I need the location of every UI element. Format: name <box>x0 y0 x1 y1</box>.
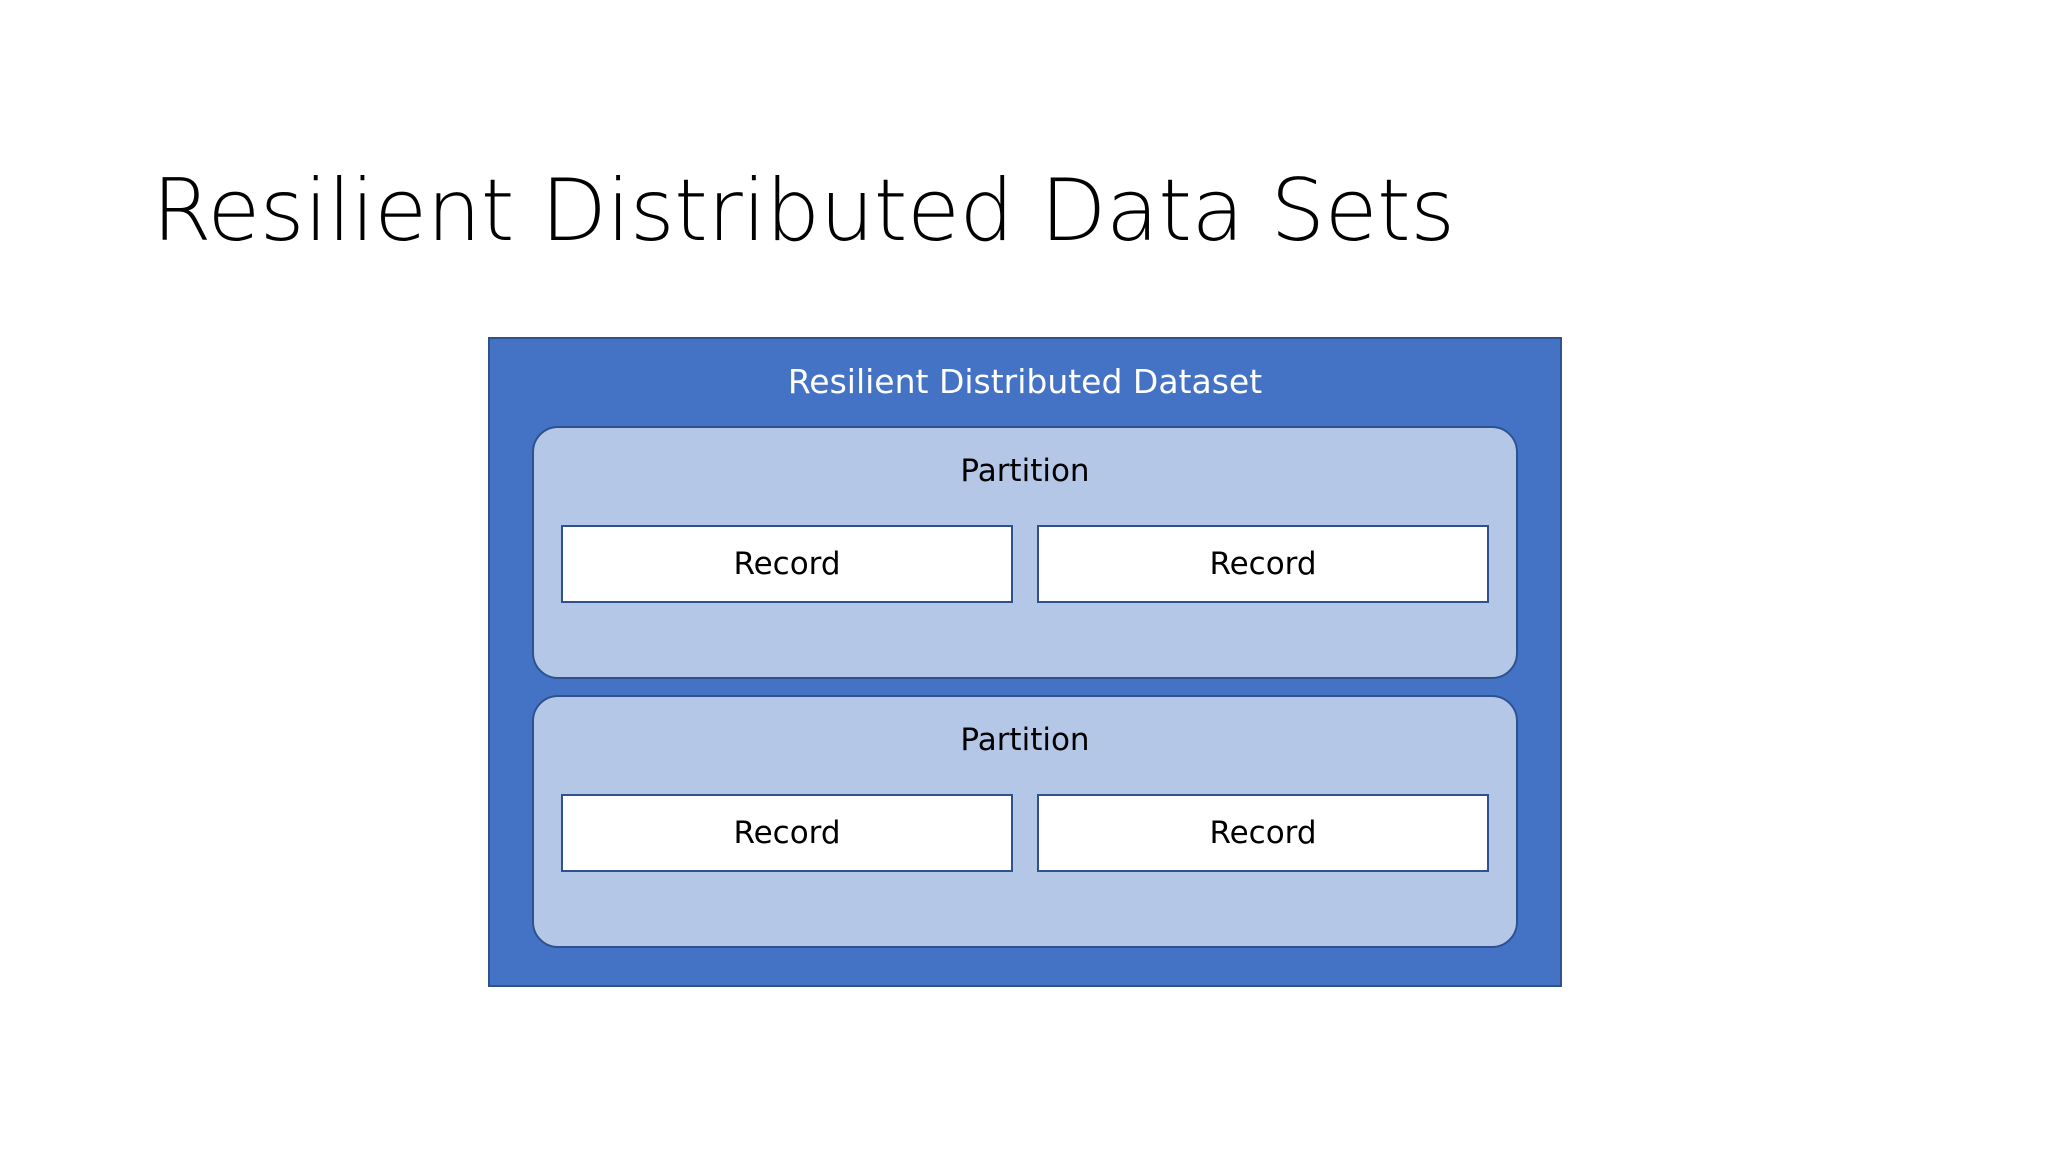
partition-box-1: Partition Record Record <box>532 426 1518 679</box>
rdd-container-label: Resilient Distributed Dataset <box>787 362 1263 401</box>
partition-label: Partition <box>960 722 1090 758</box>
partition-box-2: Partition Record Record <box>532 695 1518 948</box>
record-box: Record <box>1037 525 1489 603</box>
record-box: Record <box>561 794 1013 872</box>
record-box: Record <box>1037 794 1489 872</box>
page-title: Resilient Distributed Data Sets <box>152 160 1455 261</box>
partition-label: Partition <box>960 453 1090 489</box>
rdd-container: Resilient Distributed Dataset Partition … <box>488 337 1562 987</box>
record-row: Record Record <box>534 525 1516 603</box>
partition-list: Partition Record Record Partition Record… <box>490 426 1560 985</box>
record-box: Record <box>561 525 1013 603</box>
record-row: Record Record <box>534 794 1516 872</box>
